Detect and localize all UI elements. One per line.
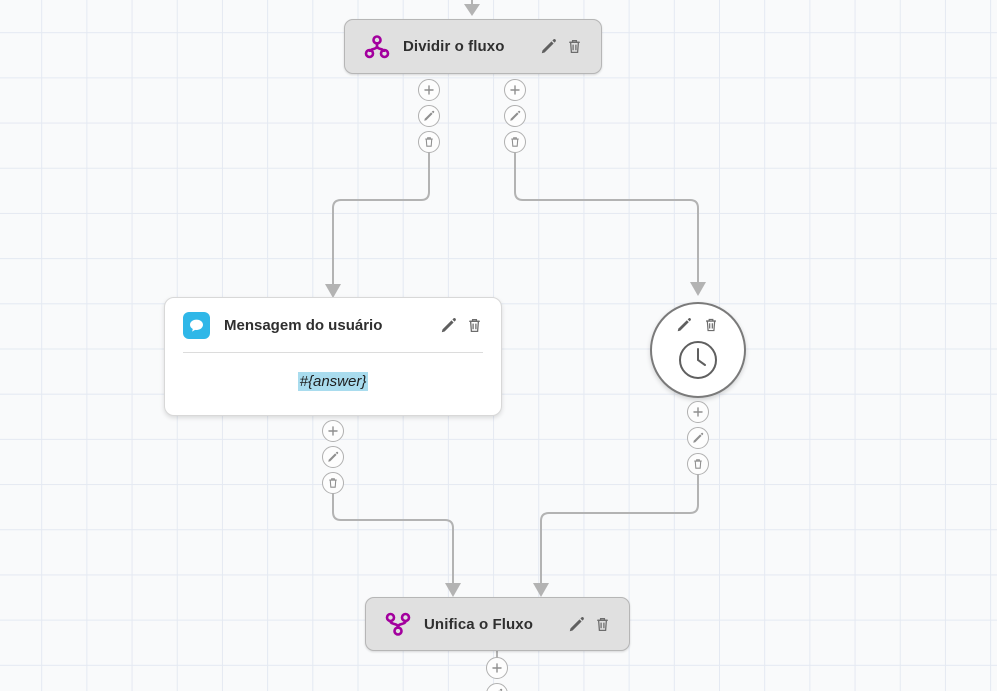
node-delay[interactable]	[650, 302, 746, 398]
trash-icon[interactable]	[466, 317, 483, 334]
pencil-icon[interactable]	[676, 317, 693, 334]
connector-add-button-message[interactable]	[322, 420, 344, 442]
clock-icon	[676, 338, 720, 387]
connector-delete-button-split-left[interactable]	[418, 131, 440, 153]
chat-bubble-icon	[183, 312, 210, 339]
edge-split-left-to-message	[332, 152, 430, 286]
edge-split-right-to-delay	[514, 152, 699, 284]
connector-edit-button-split-right[interactable]	[504, 105, 526, 127]
arrowhead-delay	[690, 282, 706, 296]
pencil-icon[interactable]	[540, 38, 557, 55]
pencil-icon[interactable]	[568, 616, 585, 633]
trash-icon[interactable]	[566, 38, 583, 55]
connector-edit-button-split-left[interactable]	[418, 105, 440, 127]
node-merge-actions	[552, 616, 611, 633]
merge-flow-icon	[384, 610, 412, 638]
trash-icon[interactable]	[703, 317, 720, 334]
split-flow-icon	[363, 33, 391, 61]
connector-add-button-merge[interactable]	[486, 657, 508, 679]
arrowhead-message	[325, 284, 341, 298]
connector-add-button-split-left[interactable]	[418, 79, 440, 101]
connector-edit-button-delay[interactable]	[687, 427, 709, 449]
card-body: #{answer}	[165, 353, 501, 415]
card-header: Mensagem do usuário	[165, 298, 501, 339]
connector-delete-button-message[interactable]	[322, 472, 344, 494]
edge-message-to-merge	[332, 493, 454, 585]
connector-delete-button-delay[interactable]	[687, 453, 709, 475]
arrowhead-merge-left	[445, 583, 461, 597]
node-merge-flow[interactable]: Unifica o Fluxo	[365, 597, 630, 651]
trash-icon[interactable]	[594, 616, 611, 633]
answer-token: #{answer}	[297, 371, 369, 391]
node-split-flow[interactable]: Dividir o fluxo	[344, 19, 602, 74]
node-split-actions	[524, 38, 583, 55]
card-title: Mensagem do usuário	[224, 317, 383, 334]
node-split-title: Dividir o fluxo	[403, 38, 505, 55]
connector-edit-button-merge[interactable]	[486, 683, 508, 691]
connector-delete-button-split-right[interactable]	[504, 131, 526, 153]
arrowhead-merge-right	[533, 583, 549, 597]
connector-add-button-delay[interactable]	[687, 401, 709, 423]
pencil-icon[interactable]	[440, 317, 457, 334]
node-merge-title: Unifica o Fluxo	[424, 615, 534, 633]
connector-add-button-split-right[interactable]	[504, 79, 526, 101]
arrowhead-in-split	[464, 4, 480, 16]
delay-actions	[676, 317, 720, 334]
connector-edit-button-message[interactable]	[322, 446, 344, 468]
card-divider	[183, 352, 483, 353]
node-user-message[interactable]: Mensagem do usuário	[164, 297, 502, 416]
card-actions	[424, 317, 483, 334]
edge-delay-to-merge	[540, 474, 699, 585]
